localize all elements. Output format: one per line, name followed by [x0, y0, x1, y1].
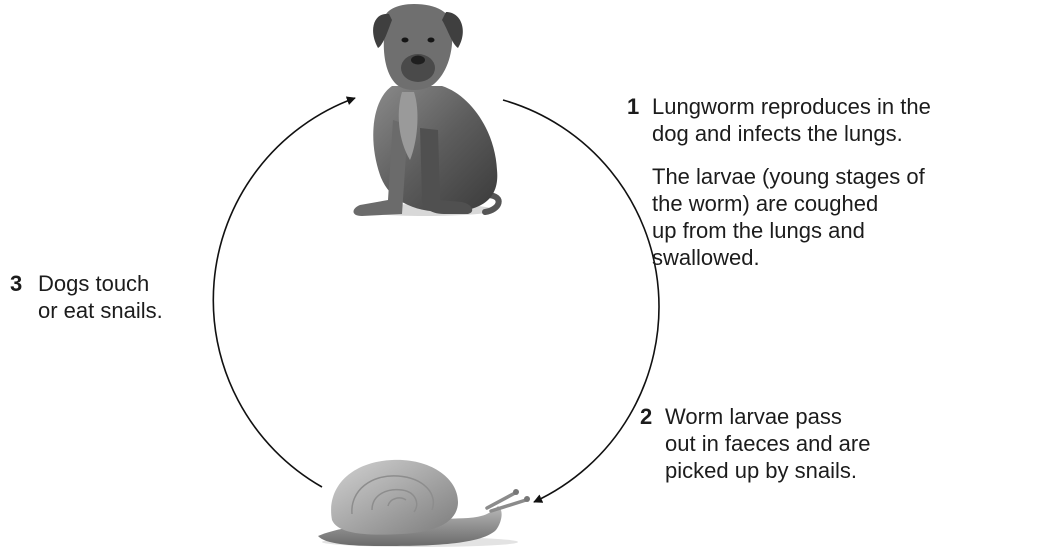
stage-1-text: Lungworm reproduces in the dog and infec… [652, 93, 931, 147]
stage-1-larvae-note: The larvae (young stages of the worm) ar… [652, 163, 925, 271]
stage-3-number: 3 [10, 270, 22, 297]
stage-1-note-line-2: the worm) are coughed [652, 190, 925, 217]
stage-2-line-1: Worm larvae pass [665, 403, 870, 430]
stage-1-note-line-3: up from the lungs and [652, 217, 925, 244]
stage-3-text: Dogs touch or eat snails. [38, 270, 163, 324]
stage-3-line-2: or eat snails. [38, 297, 163, 324]
stage-2-number: 2 [640, 403, 652, 430]
stage-1-line-1: Lungworm reproduces in the [652, 93, 931, 120]
stage-1-number: 1 [627, 93, 639, 120]
stage-2-line-2: out in faeces and are [665, 430, 870, 457]
stage-1-note-line-1: The larvae (young stages of [652, 163, 925, 190]
stage-1-line-2: dog and infects the lungs. [652, 120, 931, 147]
stage-1-note-line-4: swallowed. [652, 244, 925, 271]
stage-3-line-1: Dogs touch [38, 270, 163, 297]
snail-icon [318, 460, 530, 547]
dog-icon [354, 4, 499, 216]
arrow-snail-to-dog [213, 98, 355, 487]
arrow-dog-to-snail [503, 100, 659, 502]
stage-2-line-3: picked up by snails. [665, 457, 870, 484]
stage-2-text: Worm larvae pass out in faeces and are p… [665, 403, 870, 484]
